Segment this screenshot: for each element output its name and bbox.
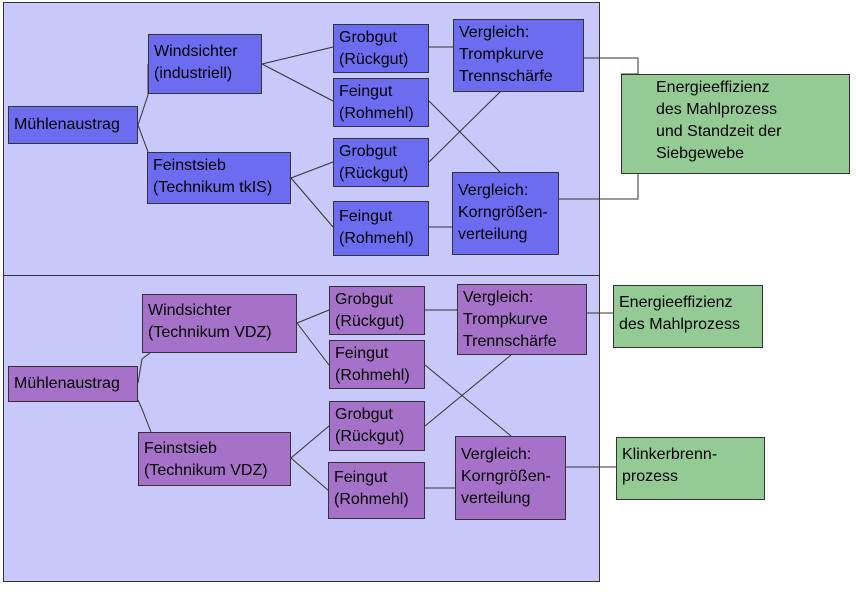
- connector: [296, 309, 330, 324]
- box-text-line: Korngrößen-: [461, 468, 551, 485]
- box-text-line: (industriell): [154, 65, 233, 82]
- top-korngroessen-box: Vergleich: Korngrößen-verteilung: [452, 172, 559, 255]
- connector: [428, 100, 501, 173]
- connector: [290, 425, 330, 459]
- box-text-line: (Rohmehl): [339, 105, 414, 122]
- bottom-clinker-box: Klinkerbrenn-prozess: [616, 437, 765, 500]
- top-feingut-b-box: Feingut (Rohmehl): [333, 201, 429, 256]
- connector: [137, 64, 149, 126]
- top-feingut-a-box: Feingut (Rohmehl): [333, 78, 429, 127]
- bottom-feinstsieb-box: Feinstsieb (Technikum VDZ): [138, 432, 291, 486]
- connector: [424, 364, 512, 437]
- box-text-line: Feingut: [339, 208, 393, 225]
- connector: [290, 457, 330, 492]
- box-text-line: (Technikum VDZ): [148, 324, 272, 341]
- top-result-box: Energieeffizienz des Mahlprozess und Stand…: [621, 74, 850, 174]
- box-text-line: Vergleich:: [463, 289, 534, 306]
- box-text-line: Mühlenaustrag: [14, 375, 120, 392]
- box-text-line: Vergleich:: [459, 24, 530, 41]
- box-text-line: (Technikum tkIS): [153, 179, 273, 196]
- box-text-line: und Standzeit der: [656, 123, 782, 140]
- connector: [261, 46, 334, 65]
- connector: [290, 161, 334, 179]
- box-text-line: Energieeffizienz: [619, 294, 733, 311]
- bottom-korngroessen-box: Vergleich: Korngrößen-verteilung: [455, 436, 566, 520]
- box-text-line: (Technikum VDZ): [144, 462, 268, 479]
- top-grobgut-b-box: Grobgut (Rückgut): [333, 138, 429, 187]
- box-text-line: Vergleich:: [461, 446, 532, 463]
- connector: [296, 322, 330, 366]
- box-text-line: des Mahlprozess: [656, 101, 777, 118]
- box-text-line: (Rückgut): [335, 313, 405, 330]
- box-text-line: (Rückgut): [339, 51, 409, 68]
- box-text-line: Trompkurve: [459, 46, 544, 63]
- box-text-line: verteilung: [458, 226, 528, 243]
- box-text-line: prozess: [622, 468, 679, 485]
- connector: [261, 63, 334, 102]
- connector: [290, 177, 334, 228]
- bottom-windsichter-box: Windsichter (Technikum VDZ): [142, 294, 297, 353]
- box-text-line: Korngrößen-: [458, 204, 548, 221]
- top-source-box: Mühlenaustrag: [8, 106, 138, 144]
- box-text-line: Grobgut: [339, 143, 397, 160]
- box-text-line: Energieeffizienz: [656, 79, 770, 96]
- box-text-line: Windsichter: [148, 302, 232, 319]
- box-text-line: Trennschärfe: [459, 68, 553, 85]
- bottom-energy-box: Energieeffizienz des Mahlprozess: [613, 285, 763, 348]
- box-text-line: verteilung: [461, 490, 531, 507]
- connector: [559, 174, 639, 200]
- bottom-feingut-a-box: Feingut (Rohmehl): [329, 340, 425, 389]
- box-text-line: Feingut: [339, 83, 393, 100]
- box-text-line: (Rohmehl): [334, 491, 409, 508]
- connector: [428, 91, 501, 163]
- box-text-line: Trompkurve: [463, 311, 548, 328]
- box-text-line: (Rohmehl): [335, 367, 410, 384]
- box-text-line: Feinstsieb: [153, 157, 226, 174]
- box-text-line: Mühlenaustrag: [14, 116, 120, 133]
- top-windsichter-box: Windsichter (industriell): [148, 34, 262, 94]
- box-text-line: Windsichter: [154, 43, 238, 60]
- box-text-line: Grobgut: [335, 291, 393, 308]
- box-text-line: (Rohmehl): [339, 230, 414, 247]
- box-text-line: des Mahlprozess: [619, 316, 740, 333]
- connector: [137, 399, 152, 433]
- box-text-line: Feingut: [334, 469, 388, 486]
- box-text-line: (Rückgut): [335, 428, 405, 445]
- box-text-line: Klinkerbrenn-: [622, 446, 718, 463]
- top-grobgut-a-box: Grobgut (Rückgut): [333, 24, 429, 73]
- box-text-line: Vergleich:: [458, 182, 529, 199]
- box-text-line: Trennschärfe: [463, 333, 557, 350]
- top-feinstsieb-box: Feinstsieb (Technikum tkIS): [147, 152, 291, 204]
- box-text-line: Grobgut: [339, 29, 397, 46]
- bottom-feingut-b-box: Feingut (Rohmehl): [328, 462, 425, 519]
- box-text-line: Grobgut: [335, 406, 393, 423]
- connector: [584, 57, 639, 75]
- connector: [424, 354, 512, 427]
- bottom-grobgut-b-box: Grobgut (Rückgut): [329, 401, 425, 451]
- box-text-line: Siebgewebe: [656, 145, 745, 162]
- box-text-line: Feingut: [335, 345, 389, 362]
- box-text-line: Feinstsieb: [144, 440, 217, 457]
- box-text-line: (Rückgut): [339, 165, 409, 182]
- bottom-source-box: Mühlenaustrag: [8, 366, 138, 402]
- connector: [137, 352, 151, 384]
- bottom-grobgut-a-box: Grobgut (Rückgut): [329, 286, 425, 335]
